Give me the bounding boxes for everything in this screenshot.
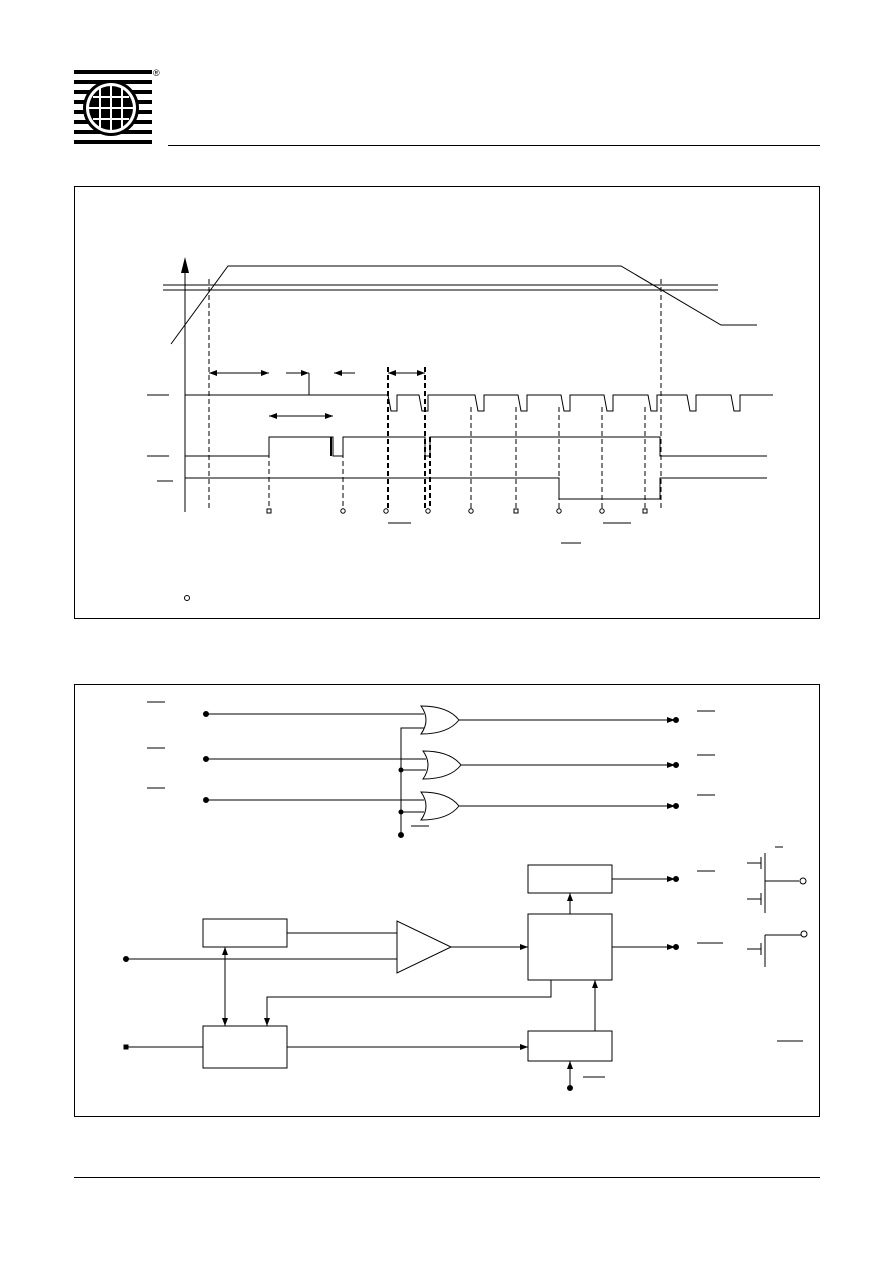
timing-diagram-frame xyxy=(74,186,820,619)
company-logo-icon xyxy=(74,70,154,146)
registered-mark: ® xyxy=(153,68,160,78)
block-diagram xyxy=(123,701,808,1091)
timing-diagram xyxy=(147,257,773,601)
block-diagram-frame xyxy=(74,684,820,1117)
header-rule xyxy=(168,145,820,146)
footer-rule xyxy=(74,1177,820,1178)
